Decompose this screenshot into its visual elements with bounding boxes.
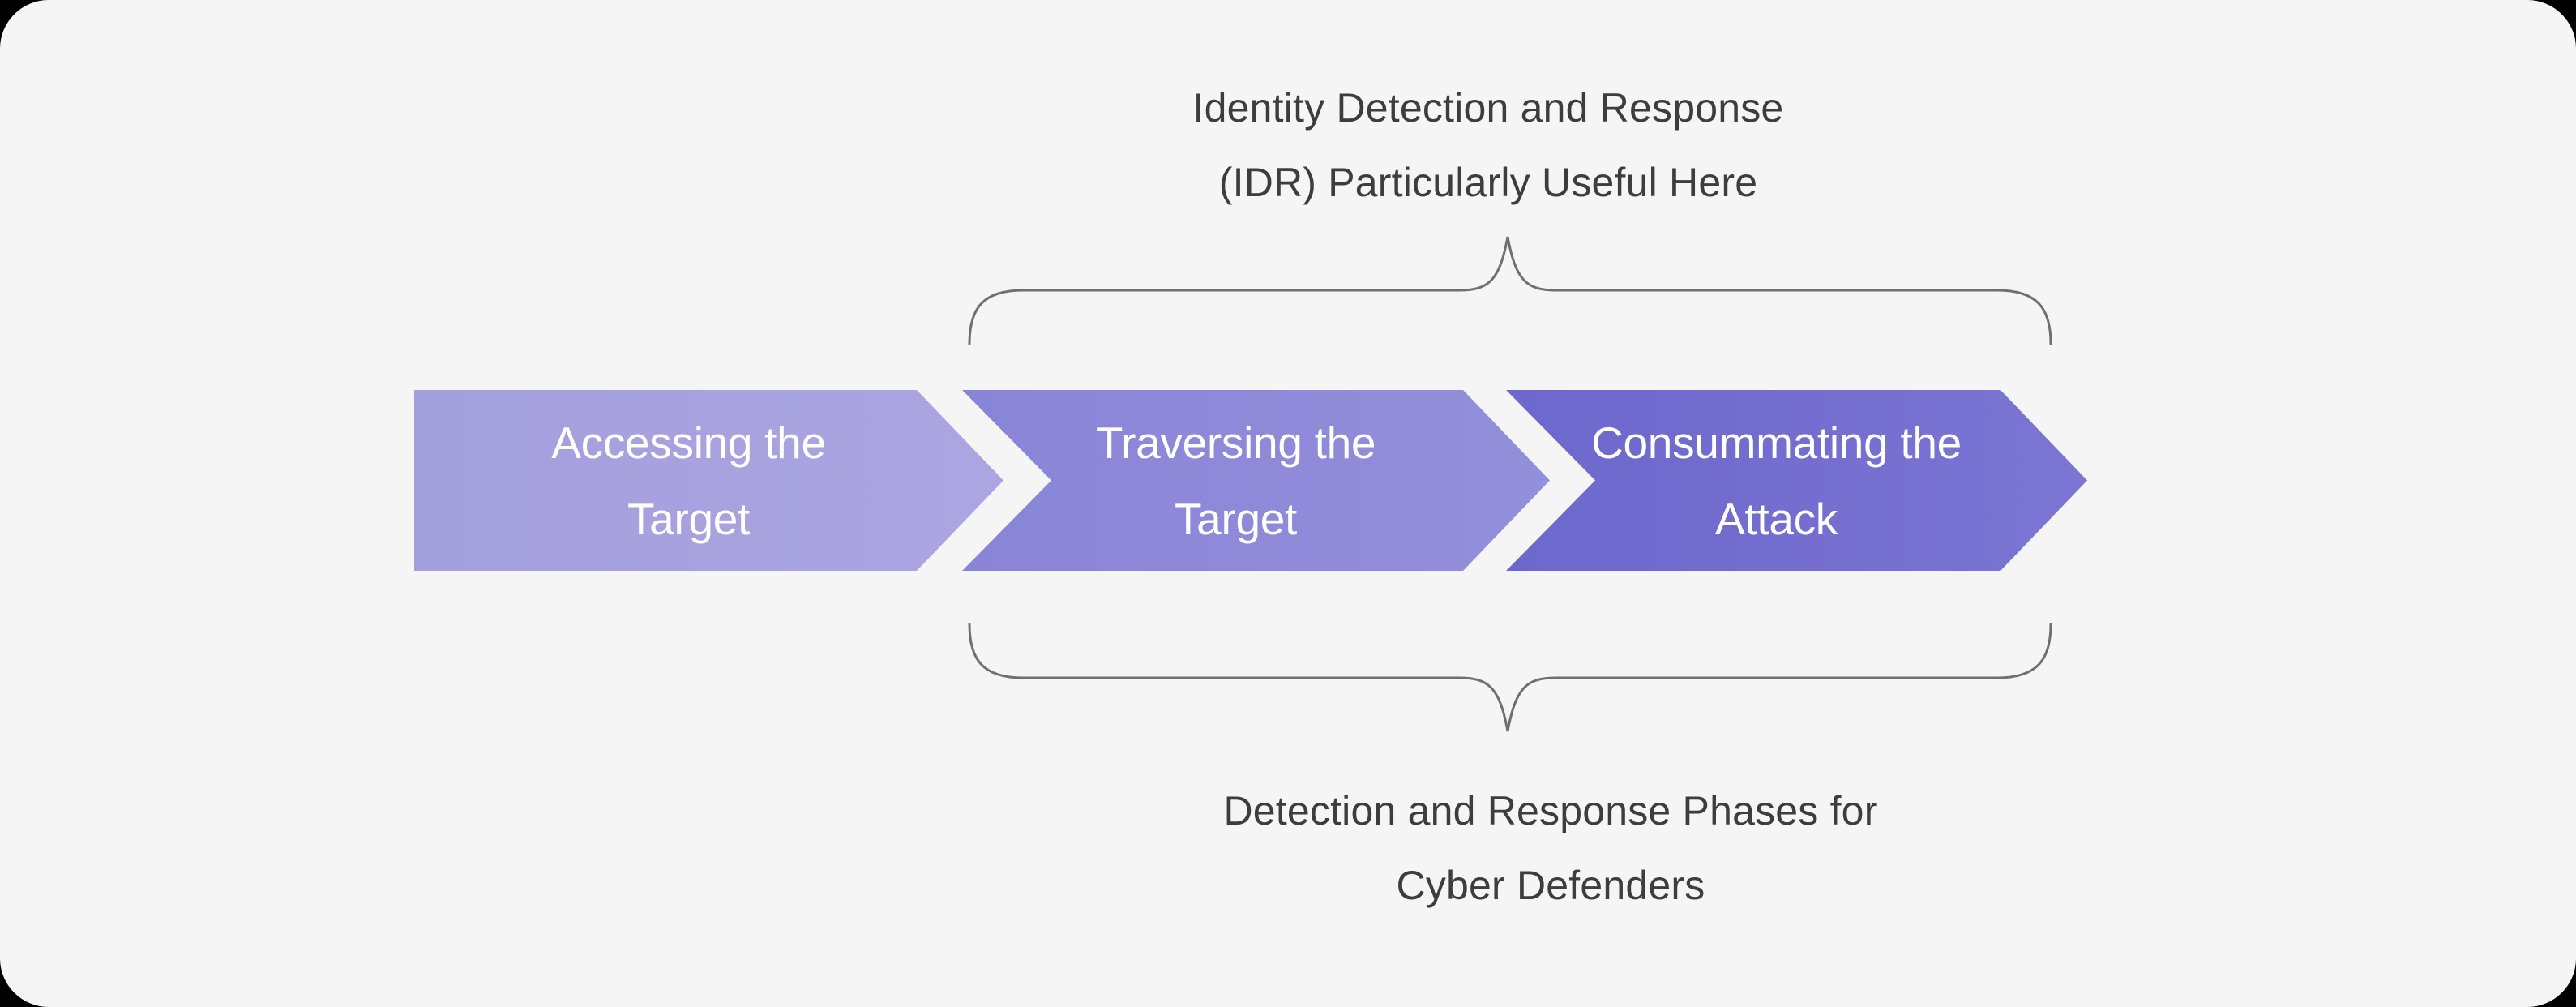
- process-arrow-1-label-line-1: Accessing the: [551, 417, 826, 468]
- process-arrow-3-label-line-2: Attack: [1714, 493, 1838, 544]
- top-caption-line-1: Identity Detection and Response: [1192, 85, 1784, 131]
- process-arrow-3-label: Consummating the Attack: [1506, 390, 2047, 571]
- process-arrow-2-label-line-2: Target: [1174, 493, 1298, 544]
- process-arrow-1: Accessing the Target: [414, 390, 1003, 571]
- process-arrow-3: Consummating the Attack: [1506, 390, 2087, 571]
- process-arrow-1-label: Accessing the Target: [414, 390, 963, 571]
- process-arrow-2-label-line-1: Traversing the: [1095, 417, 1376, 468]
- bottom-caption-line-2: Cyber Defenders: [1396, 863, 1705, 908]
- bottom-caption: Detection and Response Phases for Cyber …: [983, 773, 2118, 923]
- top-caption: Identity Detection and Response (IDR) Pa…: [921, 71, 2056, 220]
- top-caption-line-2: (IDR) Particularly Useful Here: [1218, 160, 1758, 205]
- process-arrow-2: Traversing the Target: [962, 390, 1550, 571]
- process-arrow-2-label: Traversing the Target: [962, 390, 1509, 571]
- bottom-caption-line-1: Detection and Response Phases for: [1223, 788, 1878, 833]
- process-arrow-1-label-line-2: Target: [627, 493, 751, 544]
- process-arrow-3-label-line-1: Consummating the: [1591, 417, 1962, 468]
